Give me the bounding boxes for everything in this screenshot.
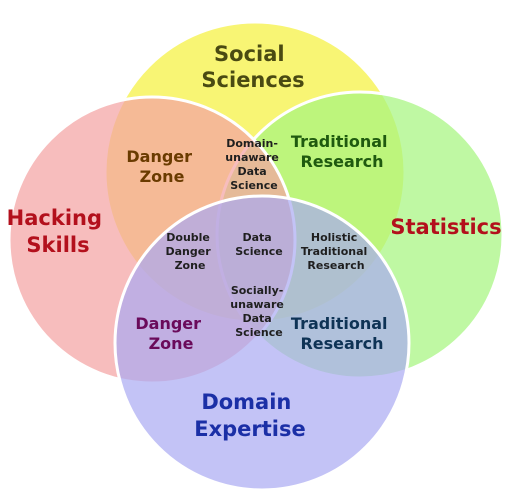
danger-zone-top-line1: Danger [126,147,192,166]
socially-unaware-line1: Socially- [231,284,283,297]
traditional-research-bottom-line1: Traditional [291,314,388,333]
domain-unaware-line2: unaware [225,151,279,164]
domain-unaware-line1: Domain- [226,137,278,150]
holistic-line1: Holistic [311,231,357,244]
traditional-research-bottom-label: Traditional Research [291,314,393,353]
traditional-research-bottom-line2: Research [300,334,383,353]
domain-expertise-label: Domain Expertise [194,390,306,441]
hacking-skills-line2: Skills [26,233,89,257]
socially-unaware-line4: Science [235,326,283,339]
domain-expertise-circle [113,194,411,492]
domain-expertise-line1: Domain [201,390,291,414]
hacking-skills-label: Hacking Skills [7,206,110,257]
data-science-line2: Science [235,245,283,258]
danger-zone-top-line2: Zone [140,167,185,186]
data-science-label: Data Science [235,231,283,258]
danger-zone-top-label: Danger Zone [126,147,197,186]
holistic-line3: Research [307,259,364,272]
domain-expertise-line2: Expertise [194,417,306,441]
traditional-research-top-line1: Traditional [291,132,388,151]
socially-unaware-line2: unaware [230,298,284,311]
socially-unaware-line3: Data [242,312,271,325]
double-danger-line2: Danger [166,245,212,258]
domain-unaware-data-science-label: Domain- unaware Data Science [225,137,282,192]
danger-zone-bottom-line1: Danger [135,314,201,333]
socially-unaware-data-science-label: Socially- unaware Data Science [230,284,287,339]
double-danger-line3: Zone [175,259,206,272]
social-sciences-line1: Social [214,42,285,66]
traditional-research-top-label: Traditional Research [291,132,393,171]
double-danger-zone-label: Double Danger Zone [166,231,215,272]
data-science-line1: Data [242,231,271,244]
social-sciences-line2: Sciences [201,68,304,92]
double-danger-line1: Double [166,231,210,244]
holistic-line2: Traditional [301,245,367,258]
traditional-research-top-line2: Research [300,152,383,171]
danger-zone-bottom-label: Danger Zone [135,314,206,353]
social-sciences-label: Social Sciences [201,42,304,92]
danger-zone-bottom-line2: Zone [149,334,194,353]
domain-unaware-line4: Science [230,179,278,192]
hacking-skills-line1: Hacking [7,206,102,230]
statistics-label: Statistics [390,215,501,239]
holistic-traditional-research-label: Holistic Traditional Research [301,231,371,272]
statistics-line1: Statistics [390,215,501,239]
domain-unaware-line3: Data [237,165,266,178]
